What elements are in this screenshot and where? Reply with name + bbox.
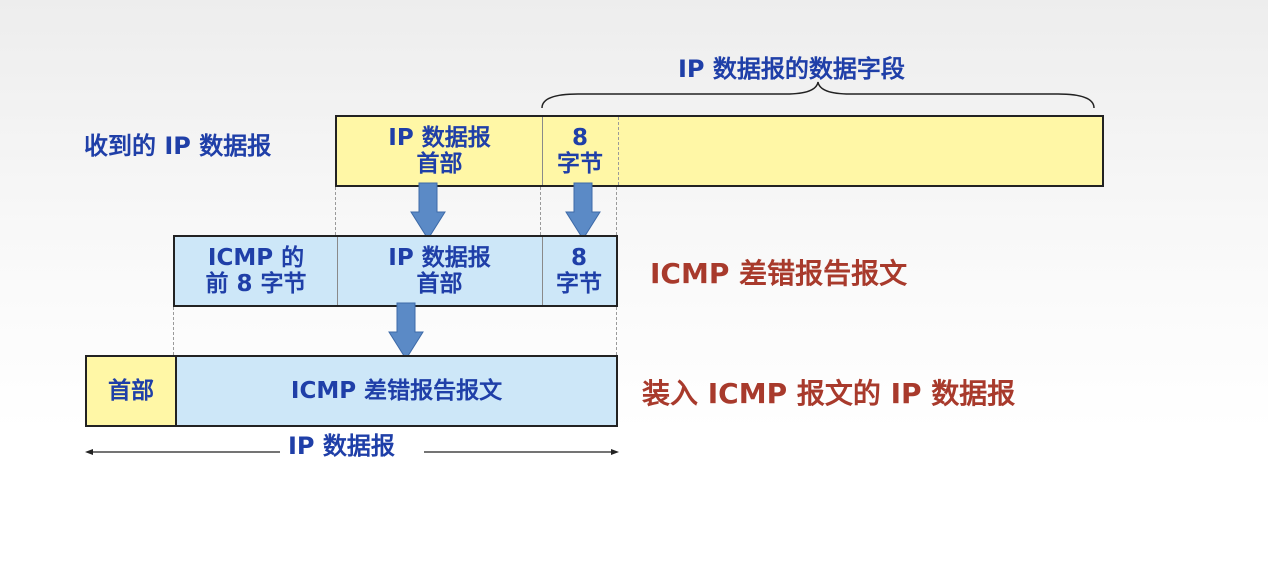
icmp-divider-1 (337, 237, 338, 305)
icmp-divider-2 (542, 237, 543, 305)
encapsulated-body-cell: ICMP 差错报告报文 (290, 377, 503, 404)
received-divider-1 (542, 117, 543, 185)
guide-line-left (335, 187, 336, 235)
received-row-label: 收到的 IP 数据报 (84, 132, 272, 160)
length-arrow (85, 449, 619, 455)
received-divider-2 (618, 117, 619, 185)
data-field-brace (541, 81, 1095, 109)
encapsulated-header-cell: 首部 (87, 357, 175, 425)
down-arrow-icon (565, 182, 601, 240)
icmp-header-cell: IP 数据报 首部 (388, 244, 491, 297)
icmp-bytes-cell: 8 字节 (556, 244, 602, 297)
received-bytes-cell: 8 字节 (557, 124, 603, 177)
icmp-message-label: ICMP 差错报告报文 (650, 257, 908, 290)
guide-line-mid (540, 187, 541, 235)
guide-line-right (616, 307, 617, 355)
icmp-message-box: ICMP 的 前 8 字节 IP 数据报 首部 8 字节 (173, 235, 618, 307)
guide-line-left (173, 307, 174, 355)
down-arrow-icon (388, 302, 424, 360)
guide-line-right (616, 187, 617, 235)
icmp-first-bytes-cell: ICMP 的 前 8 字节 (205, 244, 307, 297)
received-datagram-box: IP 数据报 首部 8 字节 (335, 115, 1104, 187)
down-arrow-icon (410, 182, 446, 240)
received-header-cell: IP 数据报 首部 (388, 124, 491, 177)
encapsulated-datagram-box: 首部 ICMP 差错报告报文 (85, 355, 618, 427)
length-label: IP 数据报 (288, 432, 395, 460)
data-field-label: IP 数据报的数据字段 (678, 55, 905, 83)
encapsulated-label: 装入 ICMP 报文的 IP 数据报 (642, 377, 1016, 410)
encapsulated-divider (175, 357, 177, 425)
